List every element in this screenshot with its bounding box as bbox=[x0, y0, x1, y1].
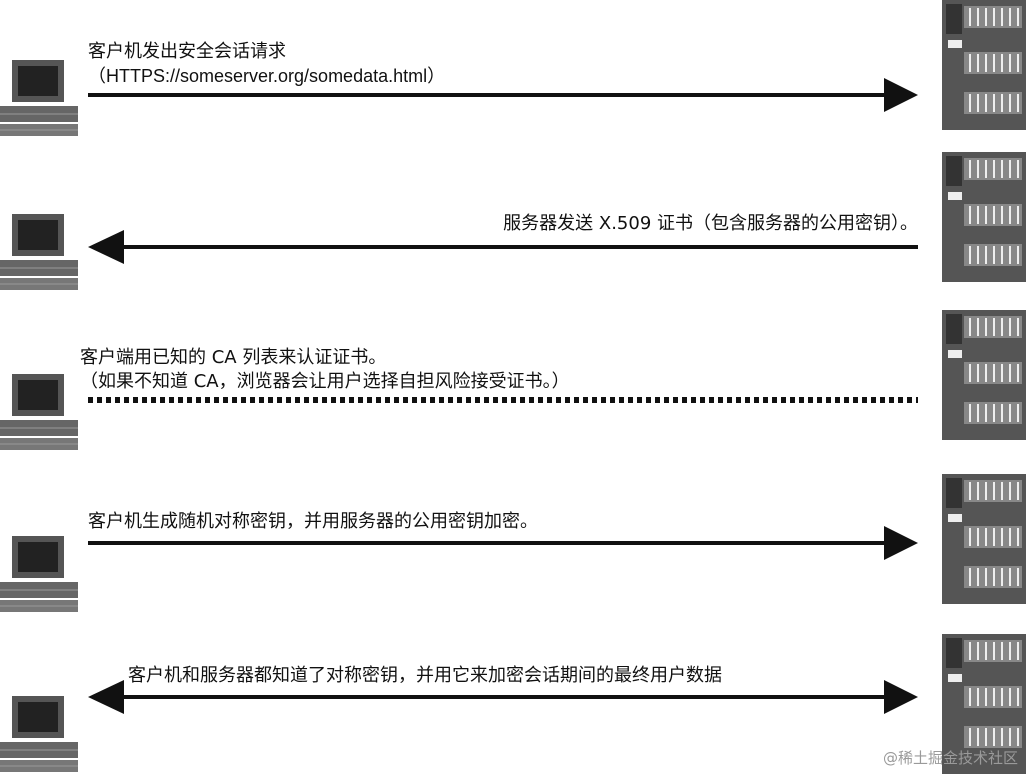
desktop-computer-icon bbox=[0, 374, 78, 450]
server-tower-icon bbox=[942, 474, 1026, 604]
server-tower-icon bbox=[942, 0, 1026, 130]
step-1-arrow-right bbox=[88, 78, 918, 112]
step-2-arrow-left bbox=[88, 230, 918, 264]
step-1-label: 客户机发出安全会话请求 bbox=[88, 41, 286, 62]
step-4-label: 客户机生成随机对称密钥，并用服务器的公用密钥加密。 bbox=[88, 511, 538, 532]
step-2-label: 服务器发送 X.509 证书（包含服务器的公用密钥）。 bbox=[503, 213, 918, 234]
desktop-computer-icon bbox=[0, 60, 78, 136]
server-tower-icon bbox=[942, 152, 1026, 282]
desktop-computer-icon bbox=[0, 214, 78, 290]
step-3-label: 客户端用已知的 CA 列表来认证证书。 bbox=[80, 347, 387, 368]
step-1-sublabel: （HTTPS://someserver.org/somedata.html） bbox=[88, 66, 446, 86]
step-4-arrow-right bbox=[88, 526, 918, 560]
watermark: @稀土掘金技术社区 bbox=[882, 749, 1018, 767]
desktop-computer-icon bbox=[0, 536, 78, 612]
server-tower-icon bbox=[942, 634, 1026, 774]
step-3-sublabel: （如果不知道 CA，浏览器会让用户选择自担风险接受证书。） bbox=[80, 371, 570, 392]
step-5-label: 客户机和服务器都知道了对称密钥，并用它来加密会话期间的最终用户数据 bbox=[128, 665, 722, 686]
server-tower-icon bbox=[942, 310, 1026, 440]
step-5-arrow-both bbox=[88, 680, 918, 714]
desktop-computer-icon bbox=[0, 696, 78, 772]
